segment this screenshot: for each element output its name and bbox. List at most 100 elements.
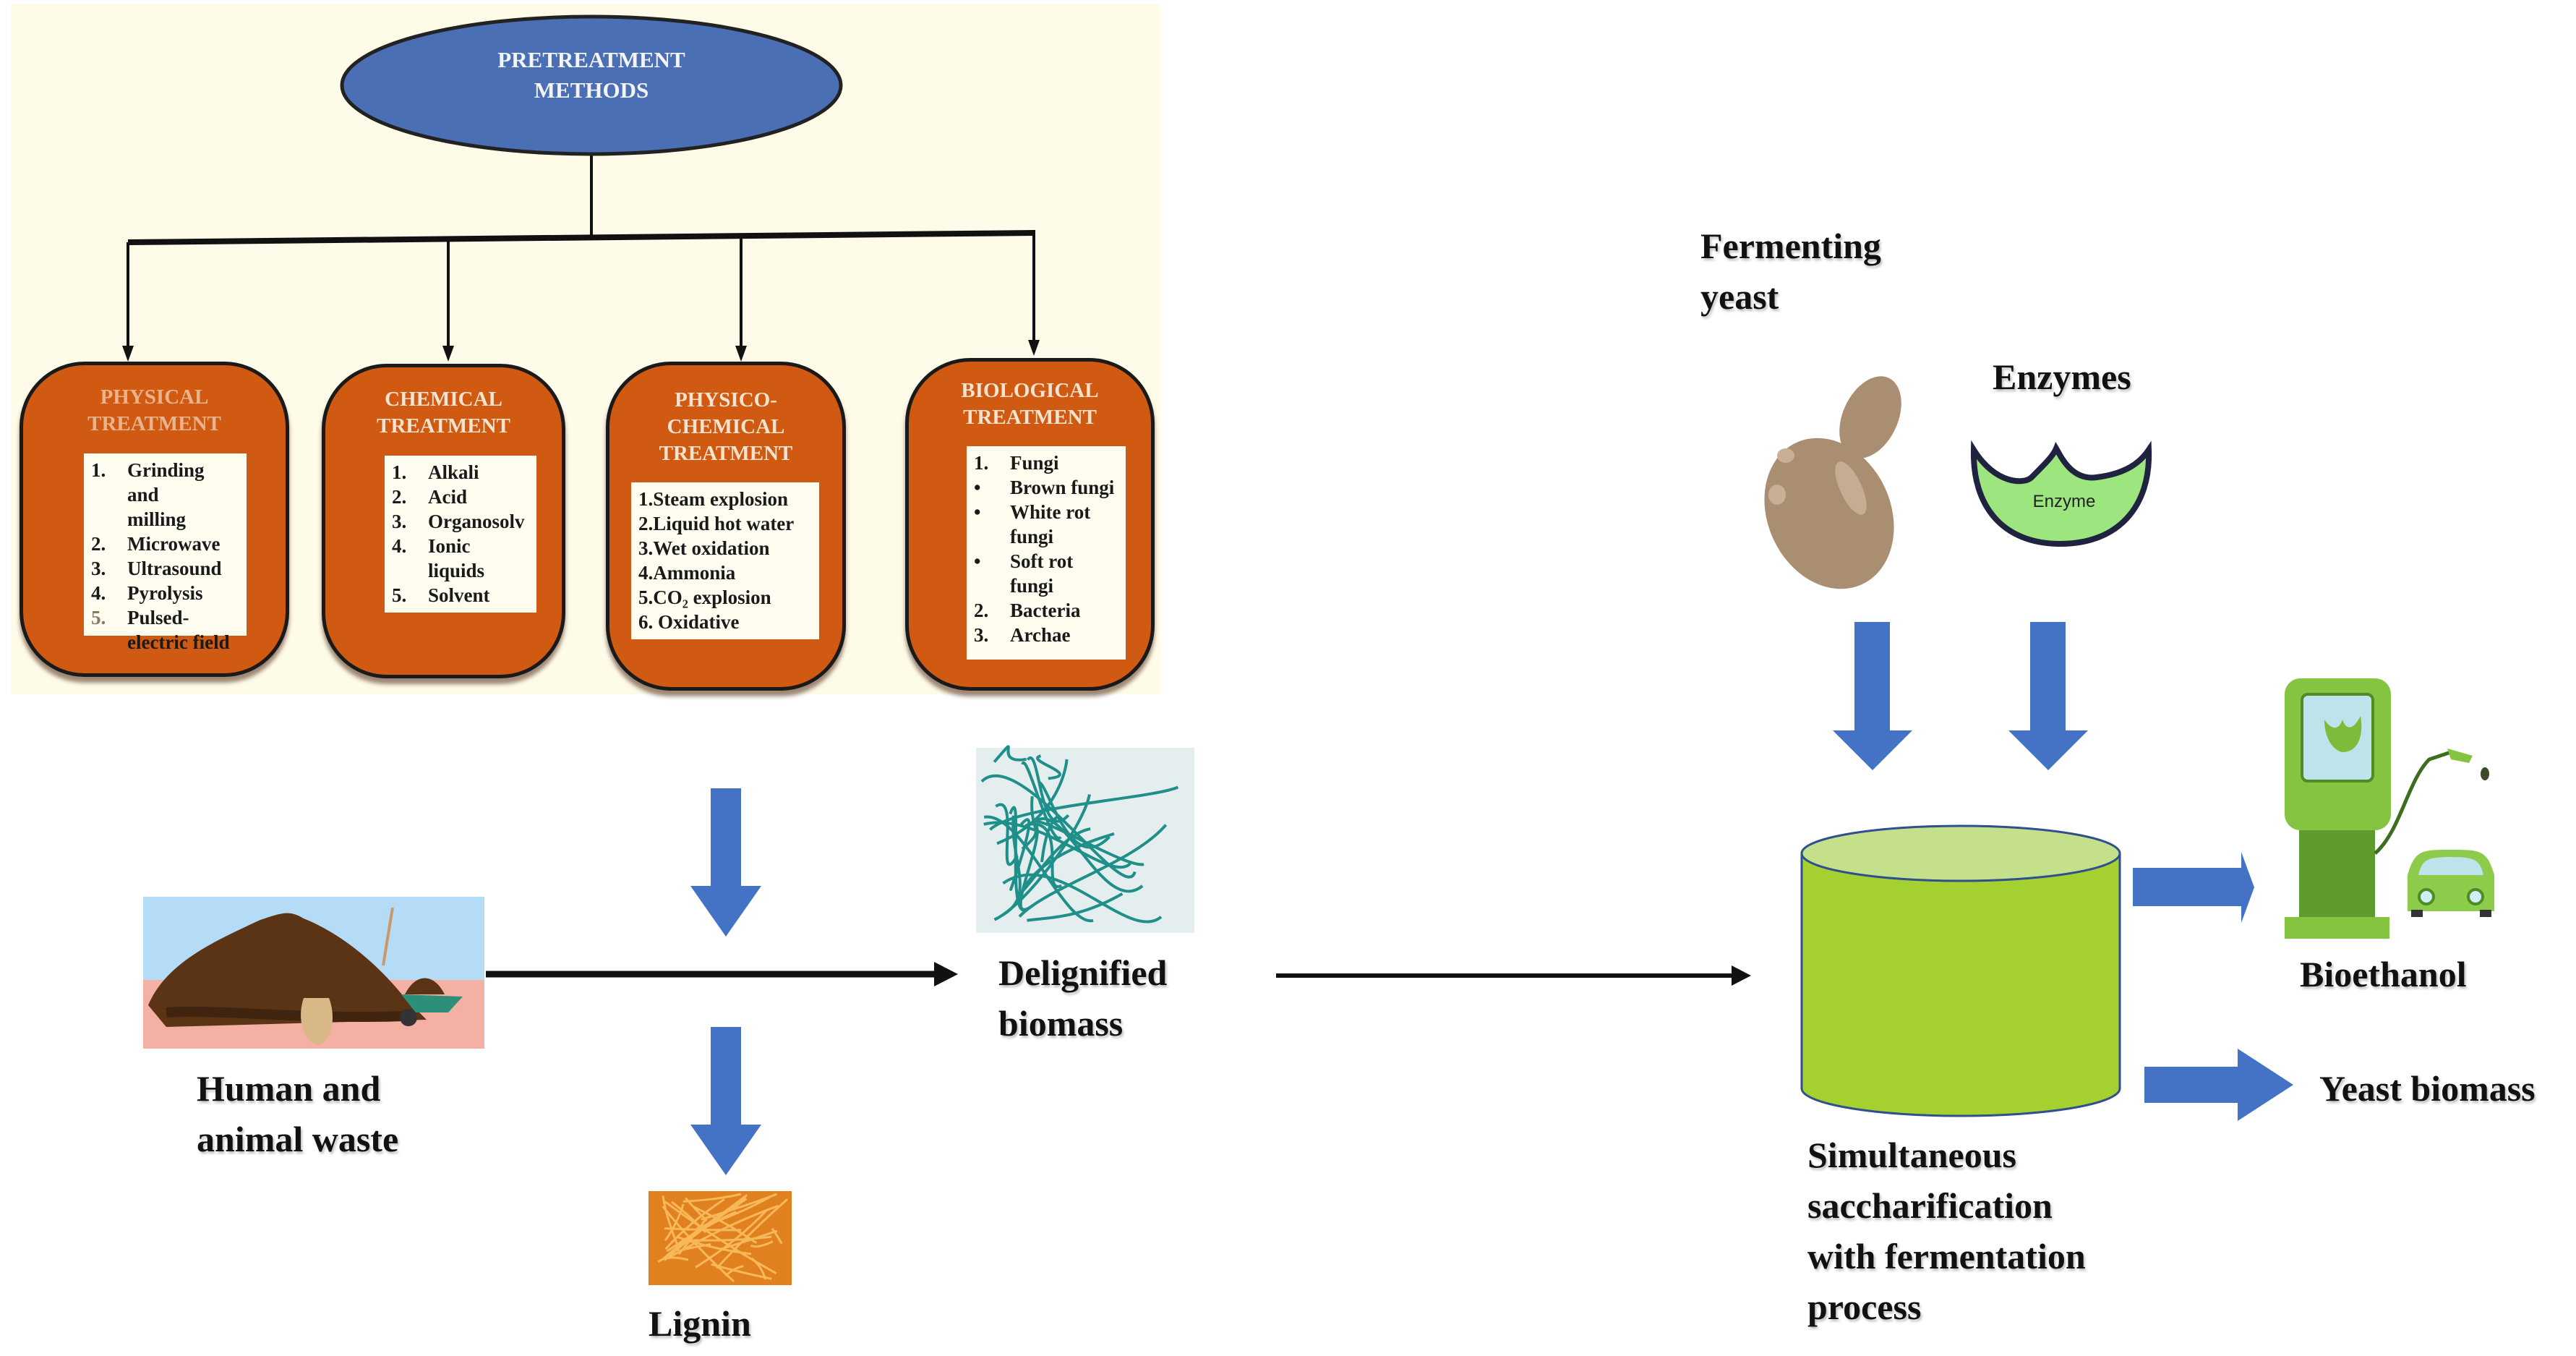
list-text: milling: [127, 508, 187, 530]
yeast-label-line: yeast: [1700, 276, 1779, 317]
list-item: 2. Acid: [392, 485, 529, 509]
lignin-strand: [657, 1256, 689, 1263]
list-text: Acid: [428, 486, 467, 508]
title-line: TREATMENT: [377, 414, 510, 438]
list-marker: 5.: [392, 584, 407, 606]
list-text: Bacteria: [1010, 600, 1081, 621]
lignin-label: Lignin: [649, 1303, 751, 1344]
reactor-to-yeast-biomass-arrow: [2144, 1049, 2293, 1121]
list-item: •Soft rot: [974, 549, 1118, 573]
list-marker: [91, 630, 127, 654]
list-marker: 4.: [91, 582, 106, 604]
title-line: TREATMENT: [963, 406, 1097, 429]
list-text: Archae: [1010, 624, 1071, 646]
fiber-strand: [1030, 822, 1063, 888]
list-marker: 2.: [974, 600, 989, 621]
title-line: CHEMICAL: [667, 415, 785, 438]
fiber-strand: [1027, 892, 1124, 922]
list-item: fungi: [974, 524, 1118, 549]
list-text: 4.Ammonia: [638, 562, 736, 584]
ssf-label-line: with fermentation: [1807, 1236, 2086, 1276]
list-text: Solvent: [428, 584, 490, 606]
delignified-to-reactor-arrowhead: [1732, 965, 1751, 986]
list-marker: 2.: [91, 533, 106, 555]
fiber-strand: [1009, 818, 1031, 891]
physico-chemical-treatment-list: 1.Steam explosion 2.Liquid hot water 3.W…: [631, 482, 819, 639]
waste-label-line: Human and: [197, 1068, 381, 1109]
list-marker: [91, 507, 127, 532]
lignin-strand: [664, 1198, 725, 1250]
list-marker: [974, 524, 1010, 549]
physical-treatment-list: 1.Grinding and milling 2.Microwave 3.Ult…: [84, 453, 247, 653]
root-node-label: PRETREATMENT METHODS: [447, 45, 736, 106]
physical-treatment-title: PHYSICAL TREATMENT: [23, 384, 286, 438]
list-item: 2. Bacteria: [974, 598, 1118, 623]
lignin-strand: [733, 1196, 746, 1209]
fiber-strand: [1018, 824, 1168, 918]
list-item: 2. Microwave: [91, 532, 239, 556]
ssf-label-line: Simultaneous: [1807, 1135, 2016, 1175]
list-text: electric field: [127, 631, 230, 653]
list-text: fungi: [1010, 575, 1054, 597]
lignin-strand: [671, 1201, 707, 1234]
list-text: 5.CO₂ explosion: [638, 587, 771, 608]
list-marker: 4.: [392, 535, 407, 557]
waste-pile-image: [143, 897, 484, 1049]
fiber-strand: [996, 759, 1069, 845]
title-line: TREATMENT: [87, 412, 221, 435]
branch-physical-arrowhead: [122, 346, 134, 362]
fiber-strand: [1035, 817, 1144, 893]
reactor-to-bioethanol-arrow: [2133, 852, 2254, 923]
fiber-strand: [1026, 756, 1070, 823]
yeast-biomass-label: Yeast biomass: [2319, 1068, 2536, 1109]
list-item: 4. Pyrolysis: [91, 581, 239, 605]
title-line: PHYSICO-: [675, 388, 777, 412]
lignin-strand: [677, 1243, 711, 1253]
bioethanol-label: Bioethanol: [2300, 954, 2467, 994]
list-marker: 5.: [91, 607, 106, 628]
list-item: electric field: [91, 630, 239, 654]
list-item: 1.Fungi: [974, 451, 1118, 475]
delignified-biomass-image: [976, 745, 1194, 933]
list-text: Pyrolysis: [127, 582, 203, 604]
chemical-treatment-title: CHEMICAL TREATMENT: [325, 386, 562, 440]
list-text: White rot: [1010, 501, 1091, 523]
fiber-strand: [1021, 796, 1037, 850]
enzyme-down-arrow: [2008, 622, 2088, 770]
list-marker: 3.: [91, 558, 106, 579]
list-marker: 2.: [392, 486, 407, 508]
title-line: PHYSICAL: [100, 385, 209, 409]
list-item: 3.Organosolv: [392, 509, 529, 534]
lignin-strand: [682, 1193, 742, 1203]
lignin-down-arrow: [690, 1027, 761, 1175]
lignin-strand: [693, 1206, 758, 1244]
list-item: 5. Pulsed-: [91, 605, 239, 630]
delignified-label-line: biomass: [998, 1003, 1124, 1044]
list-item: milling: [91, 507, 239, 532]
enzyme-shape-label: Enzyme: [2032, 492, 2096, 511]
fiber-strand: [993, 745, 1027, 763]
enzymes-label: Enzymes: [1993, 357, 2131, 397]
list-item: 2.Liquid hot water: [638, 511, 812, 536]
list-item: 5. Solvent: [392, 583, 529, 607]
list-text: Brown fungi: [1010, 477, 1115, 498]
list-marker: •: [974, 501, 981, 523]
physico-chemical-treatment-box: PHYSICO- CHEMICAL TREATMENT 1.Steam expl…: [606, 362, 846, 691]
list-item: • White rot: [974, 500, 1118, 524]
lignin-strand: [666, 1194, 748, 1253]
root-label-line1: PRETREATMENT: [497, 47, 685, 72]
list-text: Alkali: [428, 461, 479, 483]
lignin-image: [649, 1191, 792, 1285]
list-text: Microwave: [127, 533, 221, 555]
title-line: TREATMENT: [659, 442, 793, 465]
biological-treatment-box: BIOLOGICAL TREATMENT 1.Fungi • Brown fung…: [905, 358, 1155, 691]
biological-treatment-title: BIOLOGICAL TREATMENT: [909, 378, 1151, 431]
list-item: 1.Grinding and: [91, 458, 239, 507]
root-node: [340, 14, 843, 156]
list-item: 1.Alkali: [392, 460, 529, 485]
list-text: Pulsed-: [127, 607, 189, 628]
list-marker: 3.: [392, 511, 407, 532]
delignified-biomass-label: Delignified biomass: [998, 947, 1167, 1049]
waste-to-delignified-arrowhead: [934, 962, 958, 986]
